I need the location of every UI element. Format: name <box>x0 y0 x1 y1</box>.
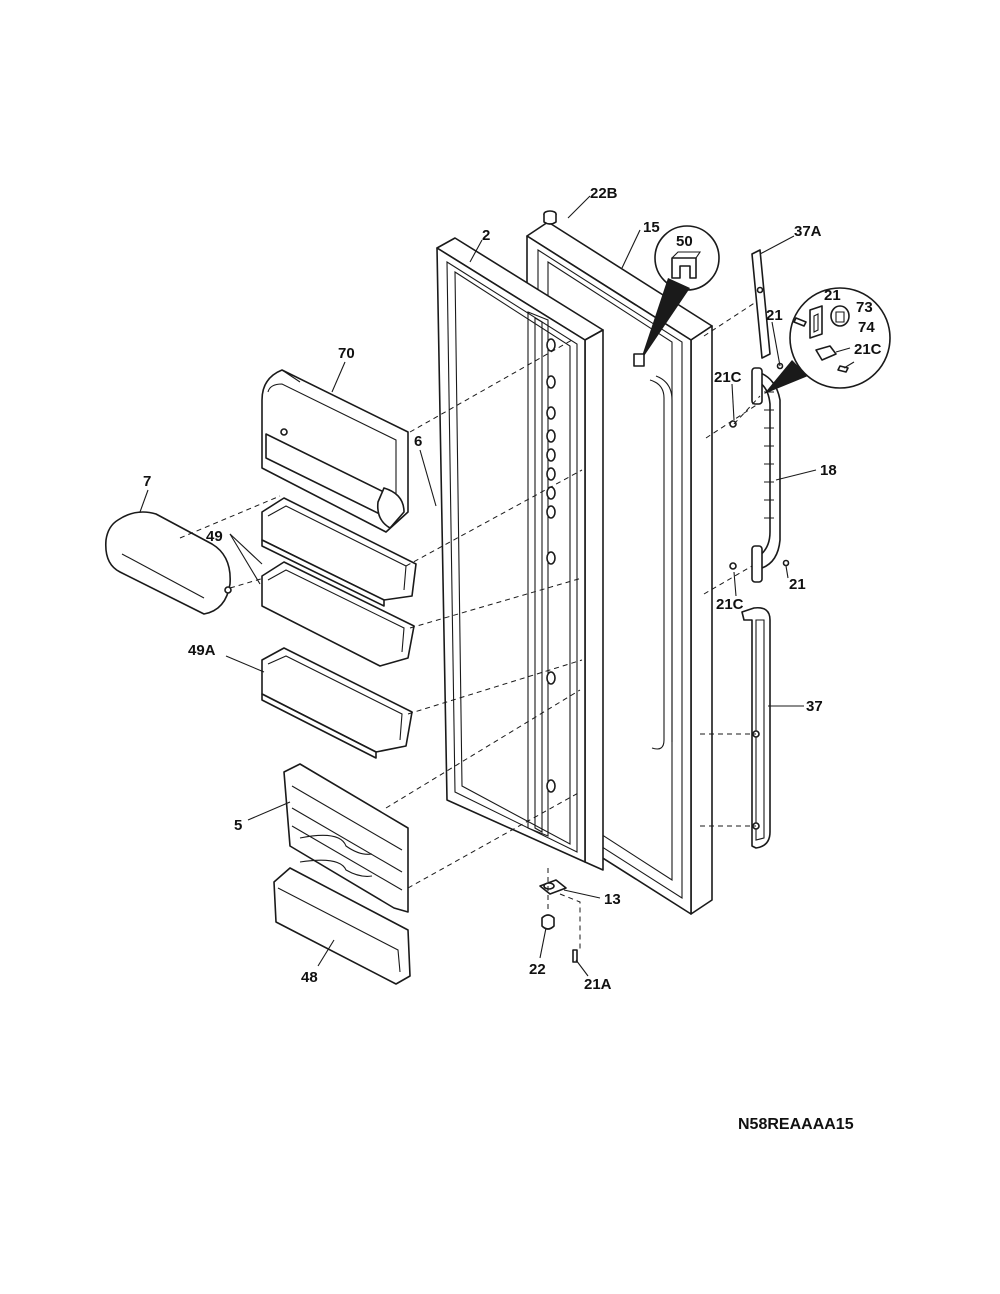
callout-21C-detail: 21C <box>854 341 882 358</box>
callout-2: 2 <box>482 227 490 244</box>
detail-bubble-handle-mount <box>764 287 891 394</box>
assembly-lines <box>179 301 761 889</box>
callouts: 22B 2 15 50 37A 21 73 74 21C 21 21C 70 6… <box>143 185 882 993</box>
lower-handle-trim <box>741 606 771 849</box>
callout-49A: 49A <box>188 642 216 659</box>
callout-73: 73 <box>856 299 873 316</box>
door-bin-upper <box>261 497 417 607</box>
callout-37A: 37A <box>794 223 822 240</box>
detail-bracket <box>809 305 823 339</box>
door-shelf-bottom <box>273 867 411 985</box>
callout-22: 22 <box>529 961 546 978</box>
dairy-door <box>104 511 232 615</box>
door-bin-middle <box>261 561 415 667</box>
diagram-code-label: N58REAAAA15 <box>738 1116 854 1133</box>
callout-22B: 22B <box>590 185 618 202</box>
door-inner-liner <box>527 311 556 837</box>
callout-7: 7 <box>143 473 151 490</box>
door-bin-lower <box>261 647 413 759</box>
upper-handle-trim <box>751 249 771 359</box>
callout-70: 70 <box>338 345 355 362</box>
callout-49: 49 <box>206 528 223 545</box>
callout-74: 74 <box>858 319 875 336</box>
detail-nut-73 <box>830 305 850 327</box>
callout-21C-mid: 21C <box>714 369 742 386</box>
callout-48: 48 <box>301 969 318 986</box>
callout-21-bottom: 21 <box>789 576 806 593</box>
top-hinge-bushing <box>543 210 557 225</box>
callout-21-detail: 21 <box>824 287 841 304</box>
detail-bubble-clip <box>633 225 720 367</box>
callout-5: 5 <box>234 817 242 834</box>
detail-screw-21 <box>793 317 807 327</box>
bottom-hinge-parts <box>539 868 581 963</box>
screws <box>729 362 790 570</box>
door-gasket <box>436 237 604 871</box>
callout-21C-lower: 21C <box>716 596 744 613</box>
can-rack <box>283 763 409 913</box>
shelf-rail-bumps <box>546 338 556 793</box>
leader-lines <box>139 195 855 977</box>
callout-50: 50 <box>676 233 693 250</box>
callout-6: 6 <box>414 433 422 450</box>
callout-13: 13 <box>604 891 621 908</box>
callout-21-top: 21 <box>766 307 783 324</box>
dairy-compartment <box>261 369 409 533</box>
callout-21A: 21A <box>584 976 612 993</box>
detail-clip-74 <box>815 345 837 361</box>
callout-18: 18 <box>820 462 837 479</box>
callout-15: 15 <box>643 219 660 236</box>
door-handle <box>751 367 781 583</box>
callout-37: 37 <box>806 698 823 715</box>
